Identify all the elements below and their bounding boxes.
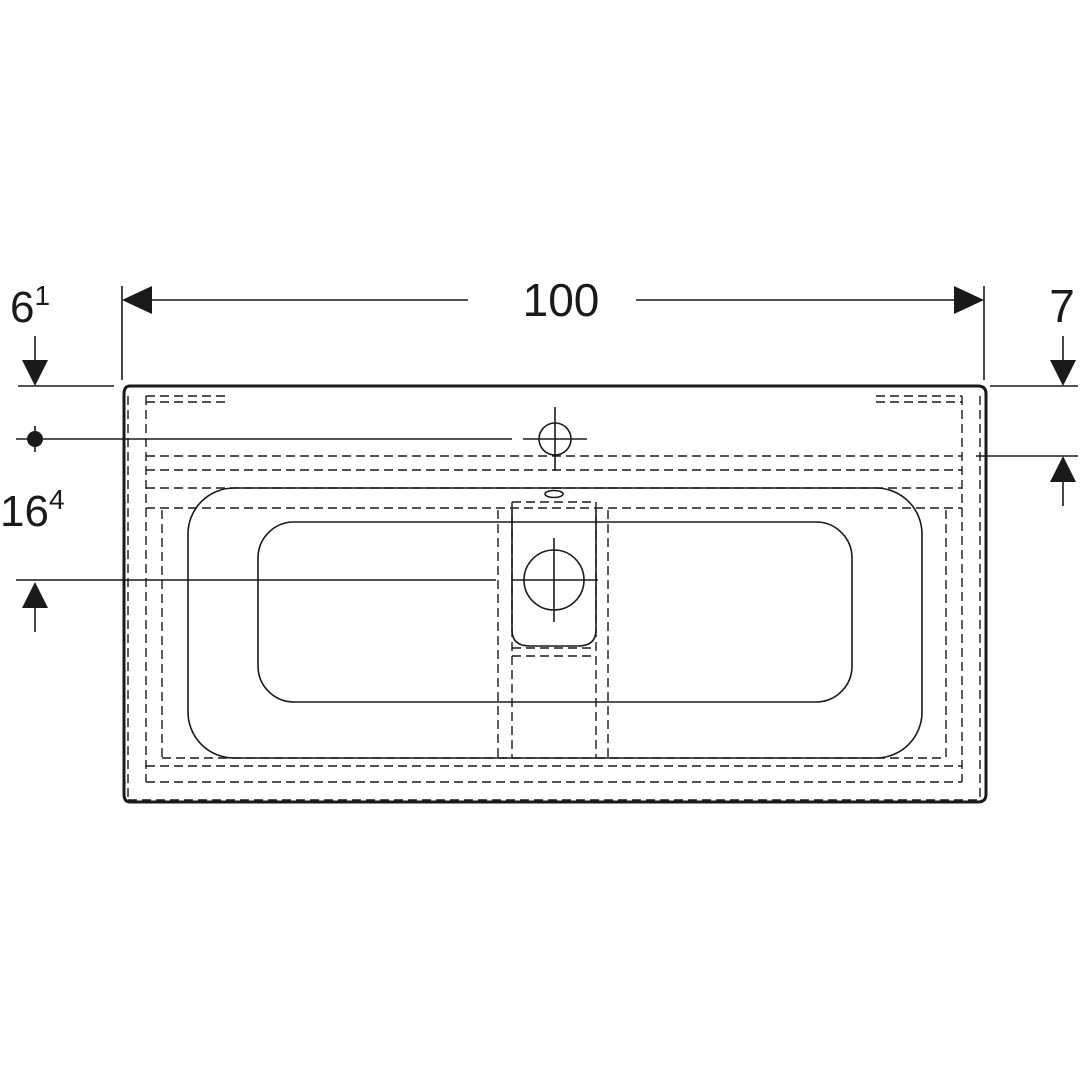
tap-hole-offset-main: 16 [0, 487, 49, 536]
drain-housing [511, 510, 597, 647]
tap-hole-offset-sup: 4 [49, 484, 65, 515]
arrow-down-right-icon [1050, 360, 1076, 386]
arrow-head-left-icon [122, 286, 152, 314]
arrow-up-right-icon [1050, 456, 1076, 482]
width-dimension [121, 286, 985, 380]
arrow-up-icon [22, 582, 48, 608]
top-left-offset-label: 61 [10, 280, 50, 332]
tap-hole-offset-dimension [16, 426, 512, 632]
top-right-offset-label: 7 [1049, 280, 1075, 332]
arrow-head-right-icon [954, 286, 984, 314]
tap-hole-offset-label: 164 [0, 484, 65, 536]
basin-outline [122, 384, 988, 804]
overflow-slot-icon [544, 489, 564, 499]
top-right-offset-dimension [976, 336, 1078, 506]
basin-bowl-inner [257, 521, 853, 703]
width-dimension-label: 100 [523, 274, 600, 326]
top-left-offset-main: 6 [10, 283, 34, 332]
arrow-down-icon [22, 360, 48, 386]
basin-bowl-outer [187, 487, 923, 759]
top-left-offset-dimension [18, 336, 114, 387]
top-left-offset-sup: 1 [34, 280, 50, 311]
